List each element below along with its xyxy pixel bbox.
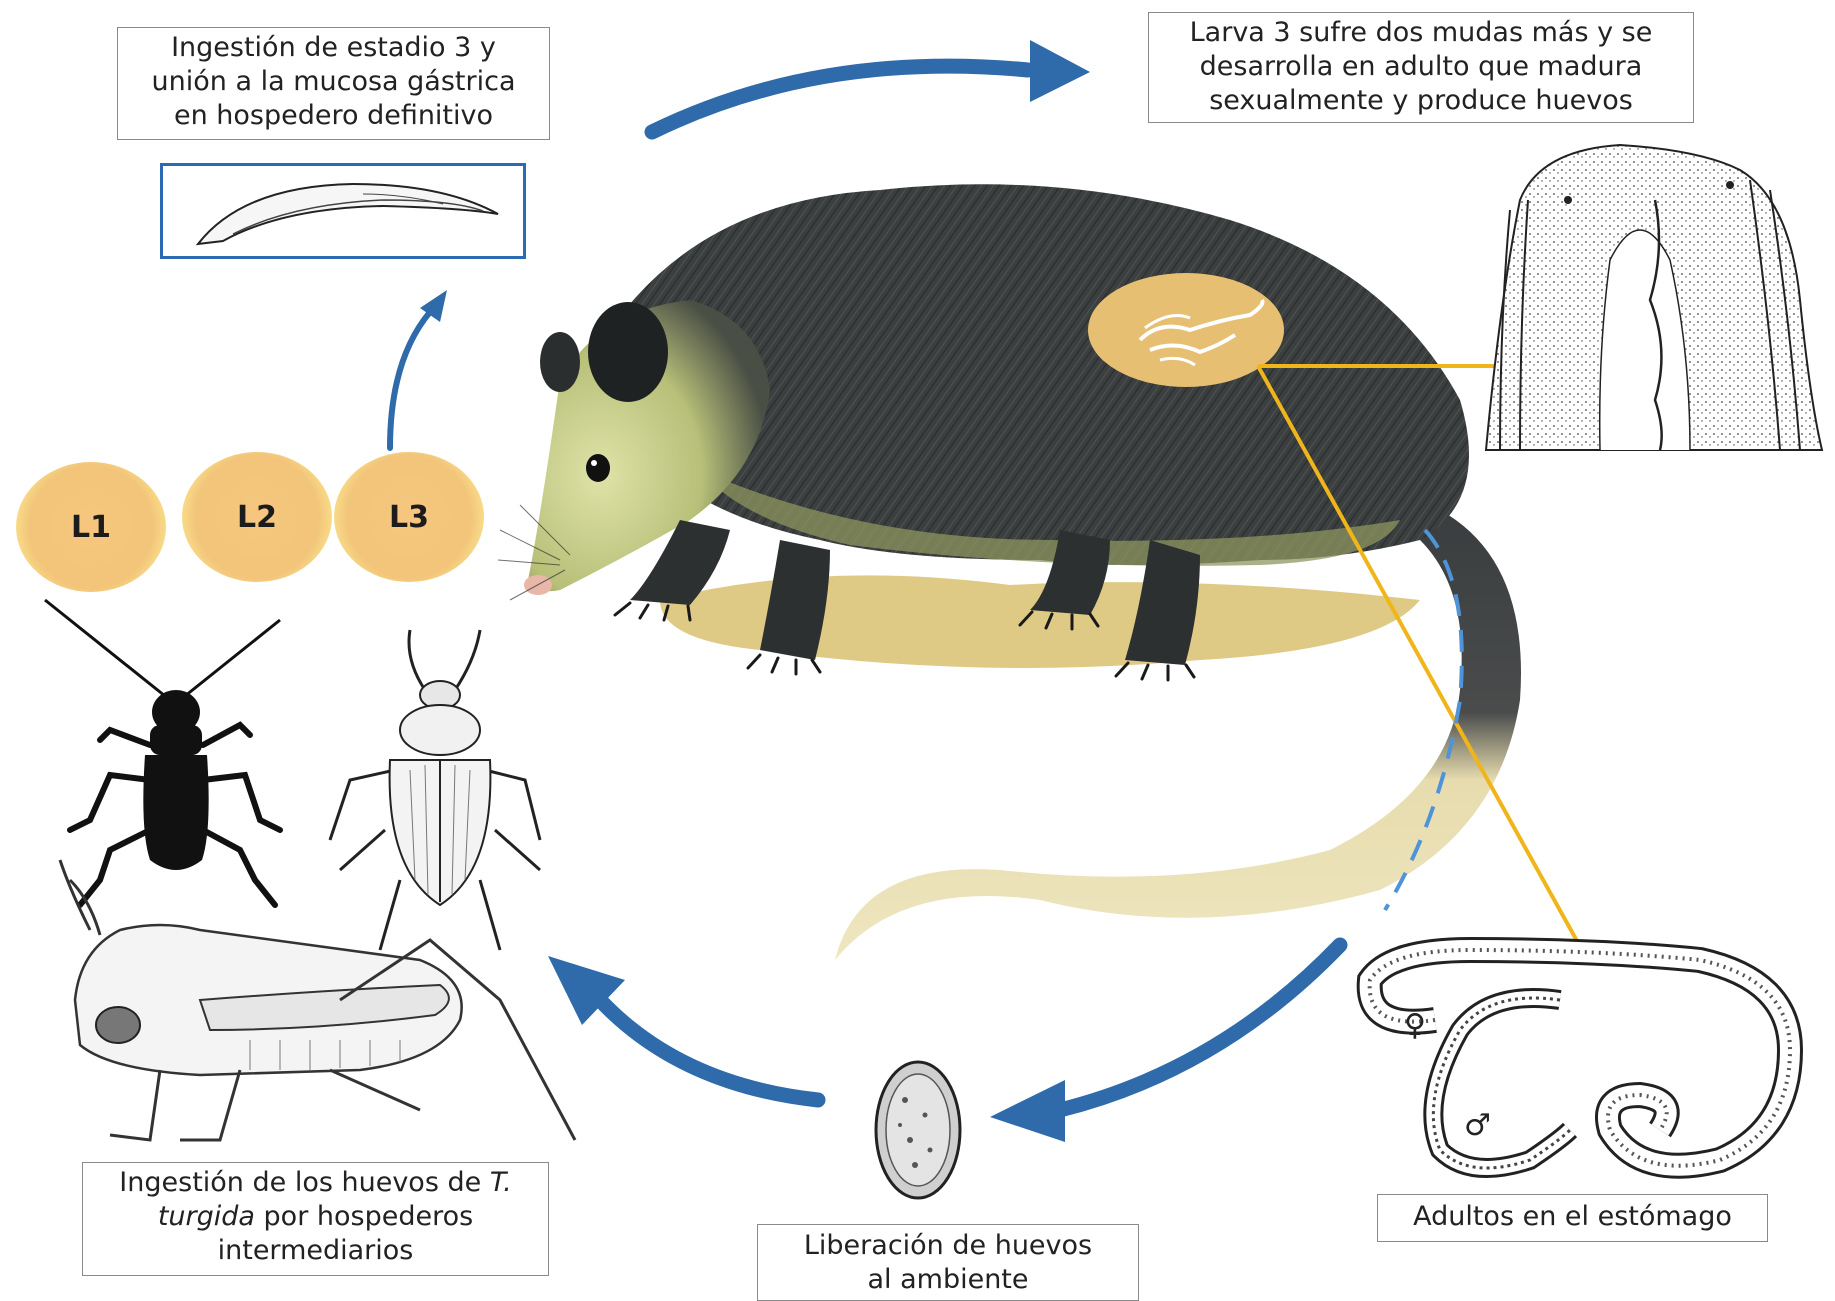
larva-stage-l1: L1 [16,462,166,592]
box-egg-ingestion-line3: intermediarios [91,1234,540,1268]
beetle-illustration [330,630,540,950]
box-larva3-molts-line3: sexualmente y produce huevos [1157,84,1685,118]
larva-l3-label: L3 [389,500,429,535]
species-epithet: turgida [158,1201,255,1232]
opossum-eye [586,454,610,482]
adult-nematodes-illustration [1370,950,1790,1168]
larva-l1-label: L1 [71,510,111,545]
species-genus-initial: T. [490,1167,512,1198]
larva-stage-l3: L3 [334,452,484,582]
box-ingestion-stage3-line3: en hospedero definitivo [126,99,541,133]
box-ingestion-stage3: Ingestión de estadio 3 y unión a la muco… [117,27,550,140]
male-symbol: ♂ [1464,1108,1491,1143]
cycle-arrow-bottom-left [548,956,818,1100]
egg-ingestion-hosts: por hospederos [255,1201,473,1232]
box-egg-ingestion: Ingestión de los huevos de T. turgida po… [82,1162,549,1276]
l3-up-arrow [390,290,447,448]
stomach-highlight [1088,273,1284,387]
box-ingestion-stage3-line1: Ingestión de estadio 3 y [126,31,541,65]
box-egg-release-line2: al ambiente [766,1263,1130,1297]
stage3-larva-illustration [163,166,523,256]
box-egg-release: Liberación de huevos al ambiente [757,1224,1139,1301]
box-larva3-molts-line2: desarrolla en adulto que madura [1157,50,1685,84]
box-larva3-molts-line1: Larva 3 sufre dos mudas más y se [1157,16,1685,50]
box-adults-stomach: Adultos en el estómago [1377,1194,1768,1242]
box-adults-stomach-text: Adultos en el estómago [1386,1198,1759,1236]
opossum [498,184,1521,960]
larva-stage-l2: L2 [182,452,332,582]
stage3-larva-frame [160,163,526,259]
female-symbol: ♀ [1404,1008,1426,1043]
opossum-ear [588,302,668,402]
box-egg-ingestion-line1: Ingestión de los huevos de T. [91,1166,540,1200]
box-egg-release-line1: Liberación de huevos [766,1229,1130,1263]
grasshopper-illustration [60,860,575,1140]
box-ingestion-stage3-line2: unión a la mucosa gástrica [126,65,541,99]
box-larva3-molts: Larva 3 sufre dos mudas más y se desarro… [1148,12,1694,123]
cycle-arrow-bottom-right [990,945,1340,1142]
cockroach-silhouette [45,600,280,905]
egg-illustration [876,1062,960,1198]
larva-l2-label: L2 [237,500,277,535]
box-egg-ingestion-line2: turgida por hospederos [91,1200,540,1234]
egg-ingestion-prefix: Ingestión de los huevos de [119,1167,490,1198]
nematode-anterior-illustration [1486,145,1822,450]
cycle-arrow-top [652,40,1090,132]
